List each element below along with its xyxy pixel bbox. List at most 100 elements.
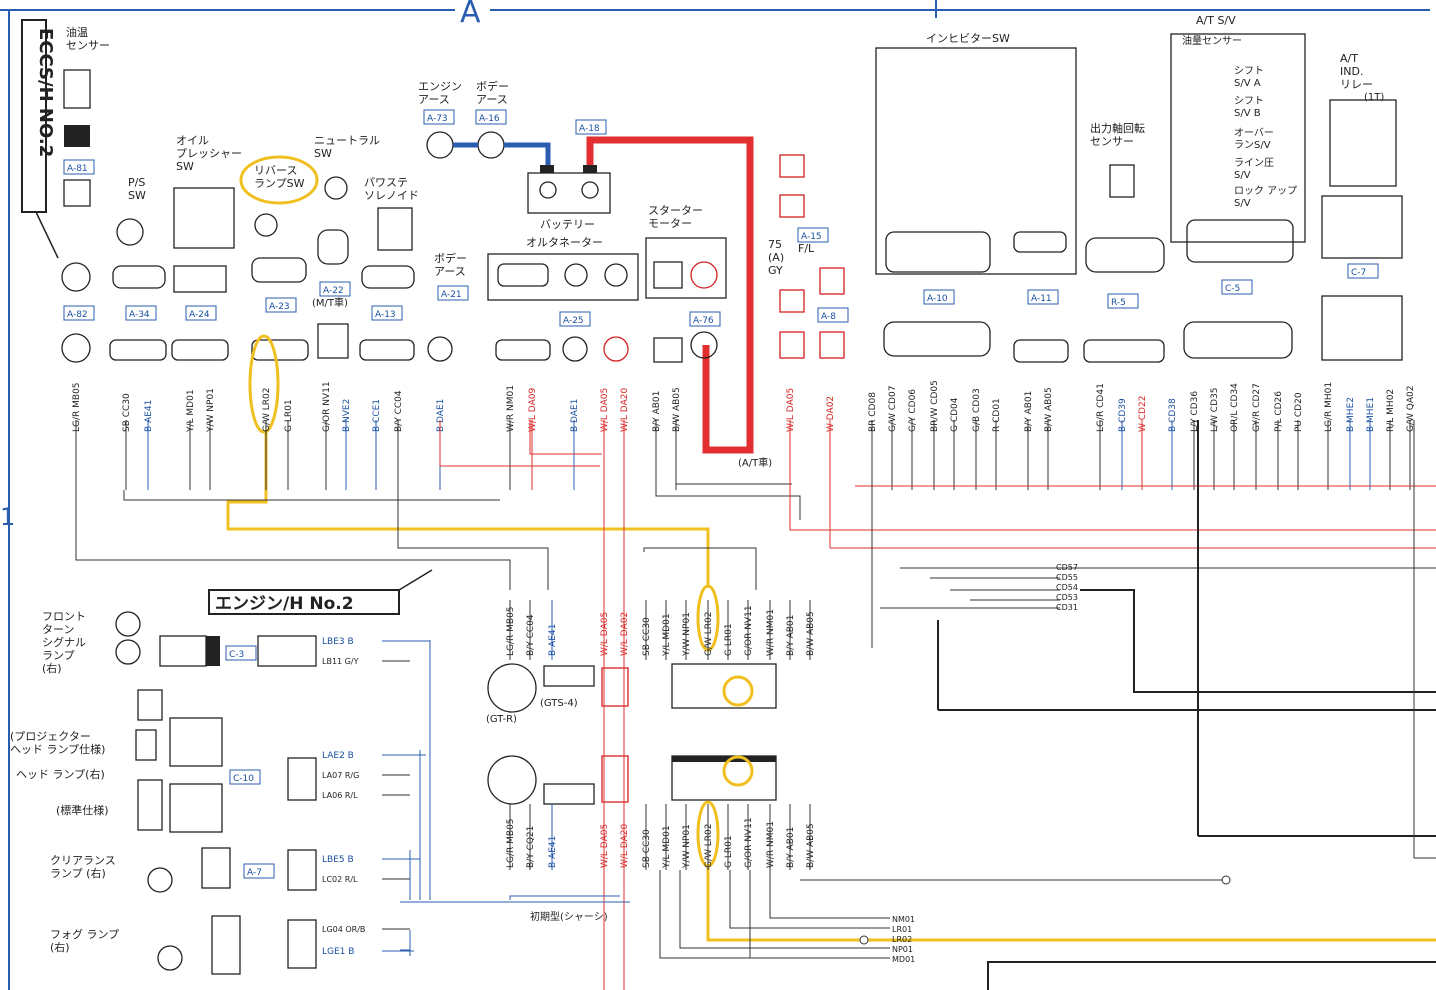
label-body-earth2: ボデーアース <box>434 251 467 278</box>
label-inhibitor: インヒビターSW <box>926 32 1010 45</box>
wire-label: BR/W CD05 <box>930 380 940 432</box>
svg-text:A-21: A-21 <box>441 290 462 300</box>
lamp-wire-label: LC02 R/L <box>322 875 358 884</box>
svg-text:A-16: A-16 <box>479 114 500 124</box>
wire-label: G/W QA02 <box>1406 386 1416 432</box>
label-starter: スターターモーター <box>648 204 703 230</box>
svg-text:A-15: A-15 <box>801 232 822 242</box>
connector-tag: C-3 <box>225 645 257 661</box>
label-battery: バッテリー <box>540 218 595 231</box>
svg-text:A-81: A-81 <box>67 164 88 174</box>
lamp-wire-label: LBE5 B <box>322 855 354 865</box>
wire-label: W/R NM01 <box>506 385 516 432</box>
bottom-bus-label: LR01 <box>892 925 912 934</box>
wire-label: W/L DA05 <box>600 388 610 432</box>
wire-label: B AE41 <box>144 400 154 432</box>
wire-label: R/L MH02 <box>1386 389 1396 432</box>
wire-label: G/OR NV11 <box>322 381 332 432</box>
wire-label: W/L DA05 <box>786 388 796 432</box>
wire-label: B MHE2 <box>1346 397 1356 432</box>
connector-tag: A-73 <box>423 109 455 125</box>
wire-label: W/L DA20 <box>620 824 630 868</box>
component-symbols <box>61 33 1403 975</box>
wire-label: B CCE1 <box>372 399 382 432</box>
wire-label: W CD22 <box>1138 396 1148 432</box>
wire-label: B CD39 <box>1118 398 1128 432</box>
label-at-sv: A/T S/V <box>1196 14 1236 27</box>
eccs-tag: ECCS/H NO.2 <box>21 19 59 259</box>
wire-label: G CD04 <box>950 397 960 432</box>
wire-label: W/L DA09 <box>528 388 538 432</box>
label-early: 初期型(シャーシ) <box>530 910 608 923</box>
section-letter: A <box>460 0 481 30</box>
wire-label: G/B CD03 <box>972 388 982 432</box>
engine-tag: エンジン/H No.2 <box>208 569 433 615</box>
wire-label: G LR01 <box>724 623 734 656</box>
cd-bus-label: CD55 <box>1056 573 1078 582</box>
connector-tag: A-22 <box>319 281 351 297</box>
row-number: 1 <box>0 503 15 531</box>
label-standard: (標準仕様) <box>56 803 109 817</box>
label-body-earth: ボデーアース <box>476 79 509 106</box>
svg-text:C-3: C-3 <box>229 650 244 660</box>
label-front-turn: フロントターンシグナルランプ(右) <box>42 610 86 675</box>
lamp-wire-label: LAE2 B <box>322 751 354 761</box>
wire-label: LG/R MB05 <box>72 382 82 432</box>
wire-label: B/Y AB01 <box>652 391 662 432</box>
wire-label: L/W CD35 <box>1210 388 1220 432</box>
label-one-t: (1T) <box>1364 92 1384 103</box>
svg-text:C-10: C-10 <box>233 774 254 784</box>
connector-tag: A-25 <box>559 311 591 327</box>
label-gts4: (GTS-4) <box>540 698 578 709</box>
bottom-bus-label: LR02 <box>892 935 912 944</box>
cd-bus-label: CD31 <box>1056 603 1078 612</box>
wire-label: W DA02 <box>826 396 836 432</box>
wire-label: B DAE1 <box>436 399 446 432</box>
lamp-wire-label: LGE1 B <box>322 947 354 957</box>
svg-text:A-8: A-8 <box>821 312 836 322</box>
svg-text:A-34: A-34 <box>129 310 150 320</box>
wire-label: Y/W NP01 <box>682 824 692 869</box>
svg-text:A-18: A-18 <box>579 124 600 134</box>
wire-label: P/L CD26 <box>1274 391 1284 432</box>
wire-label: SB CC30 <box>642 617 652 656</box>
connector-tag: A-13 <box>371 305 403 321</box>
wire-label: L/Y CD36 <box>1190 391 1200 432</box>
connector-tag: A-15 <box>797 227 829 243</box>
connector-tag: A-24 <box>185 305 217 321</box>
connector-tag: A-7 <box>243 863 275 879</box>
label-gt-r: (GT-R) <box>486 714 517 725</box>
connector-tag: R-5 <box>1107 293 1139 309</box>
engine-tag-label: エンジン/H No.2 <box>215 594 354 614</box>
connector-tag: A-34 <box>125 305 157 321</box>
cd-bus-label: CD54 <box>1056 583 1078 592</box>
wire-label: B/Y CQ21 <box>526 826 536 868</box>
wire-label: B/Y AB01 <box>1024 391 1034 432</box>
label-fog: フォグ ランプ(右) <box>50 927 119 954</box>
label-at: (A/T車) <box>738 456 772 469</box>
wire-label: B/W AB05 <box>806 823 816 868</box>
svg-text:A-13: A-13 <box>375 310 396 320</box>
label-power-steer: パワステソレノイド <box>364 176 419 202</box>
wire-label: R CD01 <box>992 398 1002 432</box>
wire-label: G/Y CD06 <box>908 389 918 432</box>
wire-label: Y/L MD01 <box>662 825 672 869</box>
label-oil-amount: 油量センサー <box>1182 34 1242 47</box>
lamp-wire-label: LBE3 B <box>322 637 354 647</box>
svg-text:A-82: A-82 <box>67 310 88 320</box>
wire-label: G/W LR02 <box>704 612 714 657</box>
wire-label: W/L DA20 <box>620 388 630 432</box>
wire-label: LG/R CD41 <box>1096 383 1106 432</box>
wire-label: SB CC30 <box>122 393 132 432</box>
lamp-wire-label: LA07 R/G <box>322 771 359 780</box>
wire-label: W/L DA02 <box>620 612 630 656</box>
wire-label: B AE41 <box>548 624 558 656</box>
wire-label: B NVE2 <box>342 399 352 432</box>
